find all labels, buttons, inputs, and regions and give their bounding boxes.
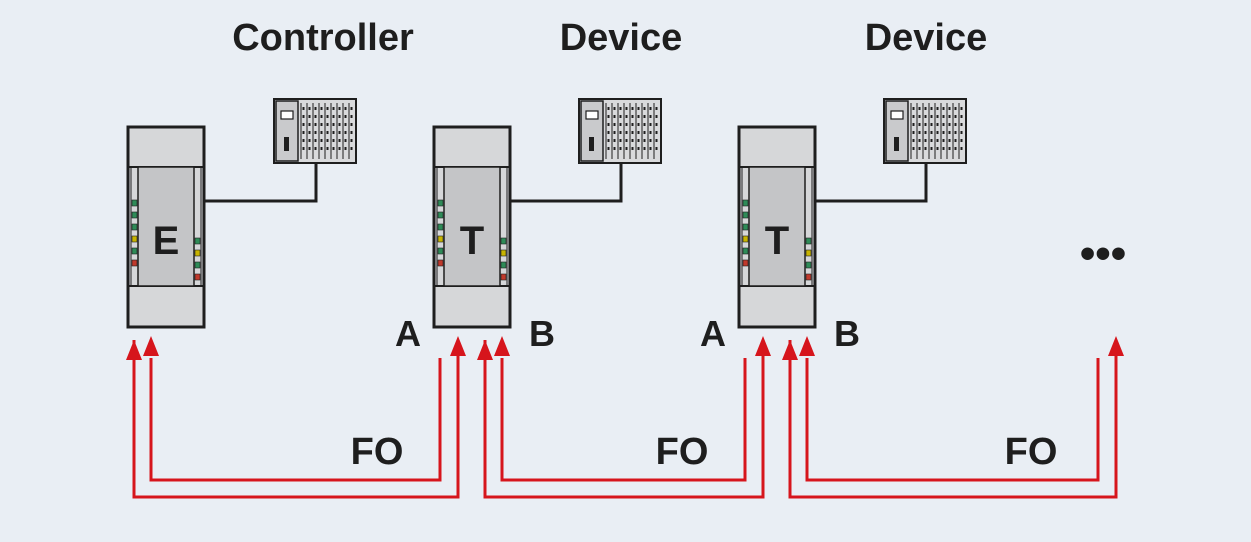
arrowhead-icon [143,336,159,356]
fiber-optic-links [126,336,1124,499]
fiber-module: E [126,125,206,329]
port-label-b: B [834,313,860,354]
status-led-icon [194,273,201,281]
status-led-icon [500,237,507,245]
module-letter: T [460,219,484,263]
plc-devices [273,98,967,164]
status-led-icon [131,199,138,207]
status-led-icon [500,261,507,269]
status-led-icon [742,247,749,255]
status-led-icon [742,211,749,219]
status-led-icon [194,237,201,245]
status-led-icon [131,259,138,267]
fiber-link-label: FO [656,431,709,473]
status-led-icon [500,273,507,281]
port-label-a: A [395,313,421,354]
fiber-link [477,336,771,499]
column-heading: Device [560,17,683,59]
plc-icon [273,98,357,164]
arrowhead-icon [755,336,771,356]
arrowhead-icon [782,340,798,360]
module-letter: E [153,219,180,263]
link-labels: A B A B FO FO FO ••• [351,229,1127,473]
status-led-icon [131,223,138,231]
fiber-module: T [432,125,512,329]
status-led-icon [131,247,138,255]
fiber-module: T [737,125,817,329]
status-led-icon [742,235,749,243]
arrowhead-icon [477,340,493,360]
arrowhead-icon [450,336,466,356]
column-heading: Controller [232,17,414,59]
arrowhead-icon [1108,336,1124,356]
status-led-icon [742,259,749,267]
status-led-icon [437,247,444,255]
device-cable [204,163,318,203]
module-letter: T [765,219,789,263]
fiber-link-label: FO [1005,431,1058,473]
port-label-a: A [700,313,726,354]
headings: Controller Device Device [232,17,987,59]
status-led-icon [437,211,444,219]
status-led-icon [805,261,812,269]
status-led-icon [805,249,812,257]
device-cable [815,163,928,203]
arrowhead-icon [494,336,510,356]
arrowhead-icon [126,340,142,360]
port-label-b: B [529,313,555,354]
column-heading: Device [865,17,988,59]
arrowhead-icon [799,336,815,356]
device-cables [204,163,928,203]
plc-icon [578,98,662,164]
fiber-link [782,336,1124,499]
plc-icon [883,98,967,164]
status-led-icon [131,235,138,243]
fiber-link-label: FO [351,431,404,473]
status-led-icon [437,259,444,267]
status-led-icon [194,249,201,257]
status-led-icon [437,199,444,207]
status-led-icon [194,261,201,269]
device-cable [510,163,623,203]
status-led-icon [500,249,507,257]
continuation-ellipsis: ••• [1080,229,1126,278]
status-led-icon [437,223,444,231]
status-led-icon [131,211,138,219]
fiber-link [126,336,466,499]
status-led-icon [437,235,444,243]
status-led-icon [742,223,749,231]
status-led-icon [805,273,812,281]
status-led-icon [742,199,749,207]
status-led-icon [805,237,812,245]
